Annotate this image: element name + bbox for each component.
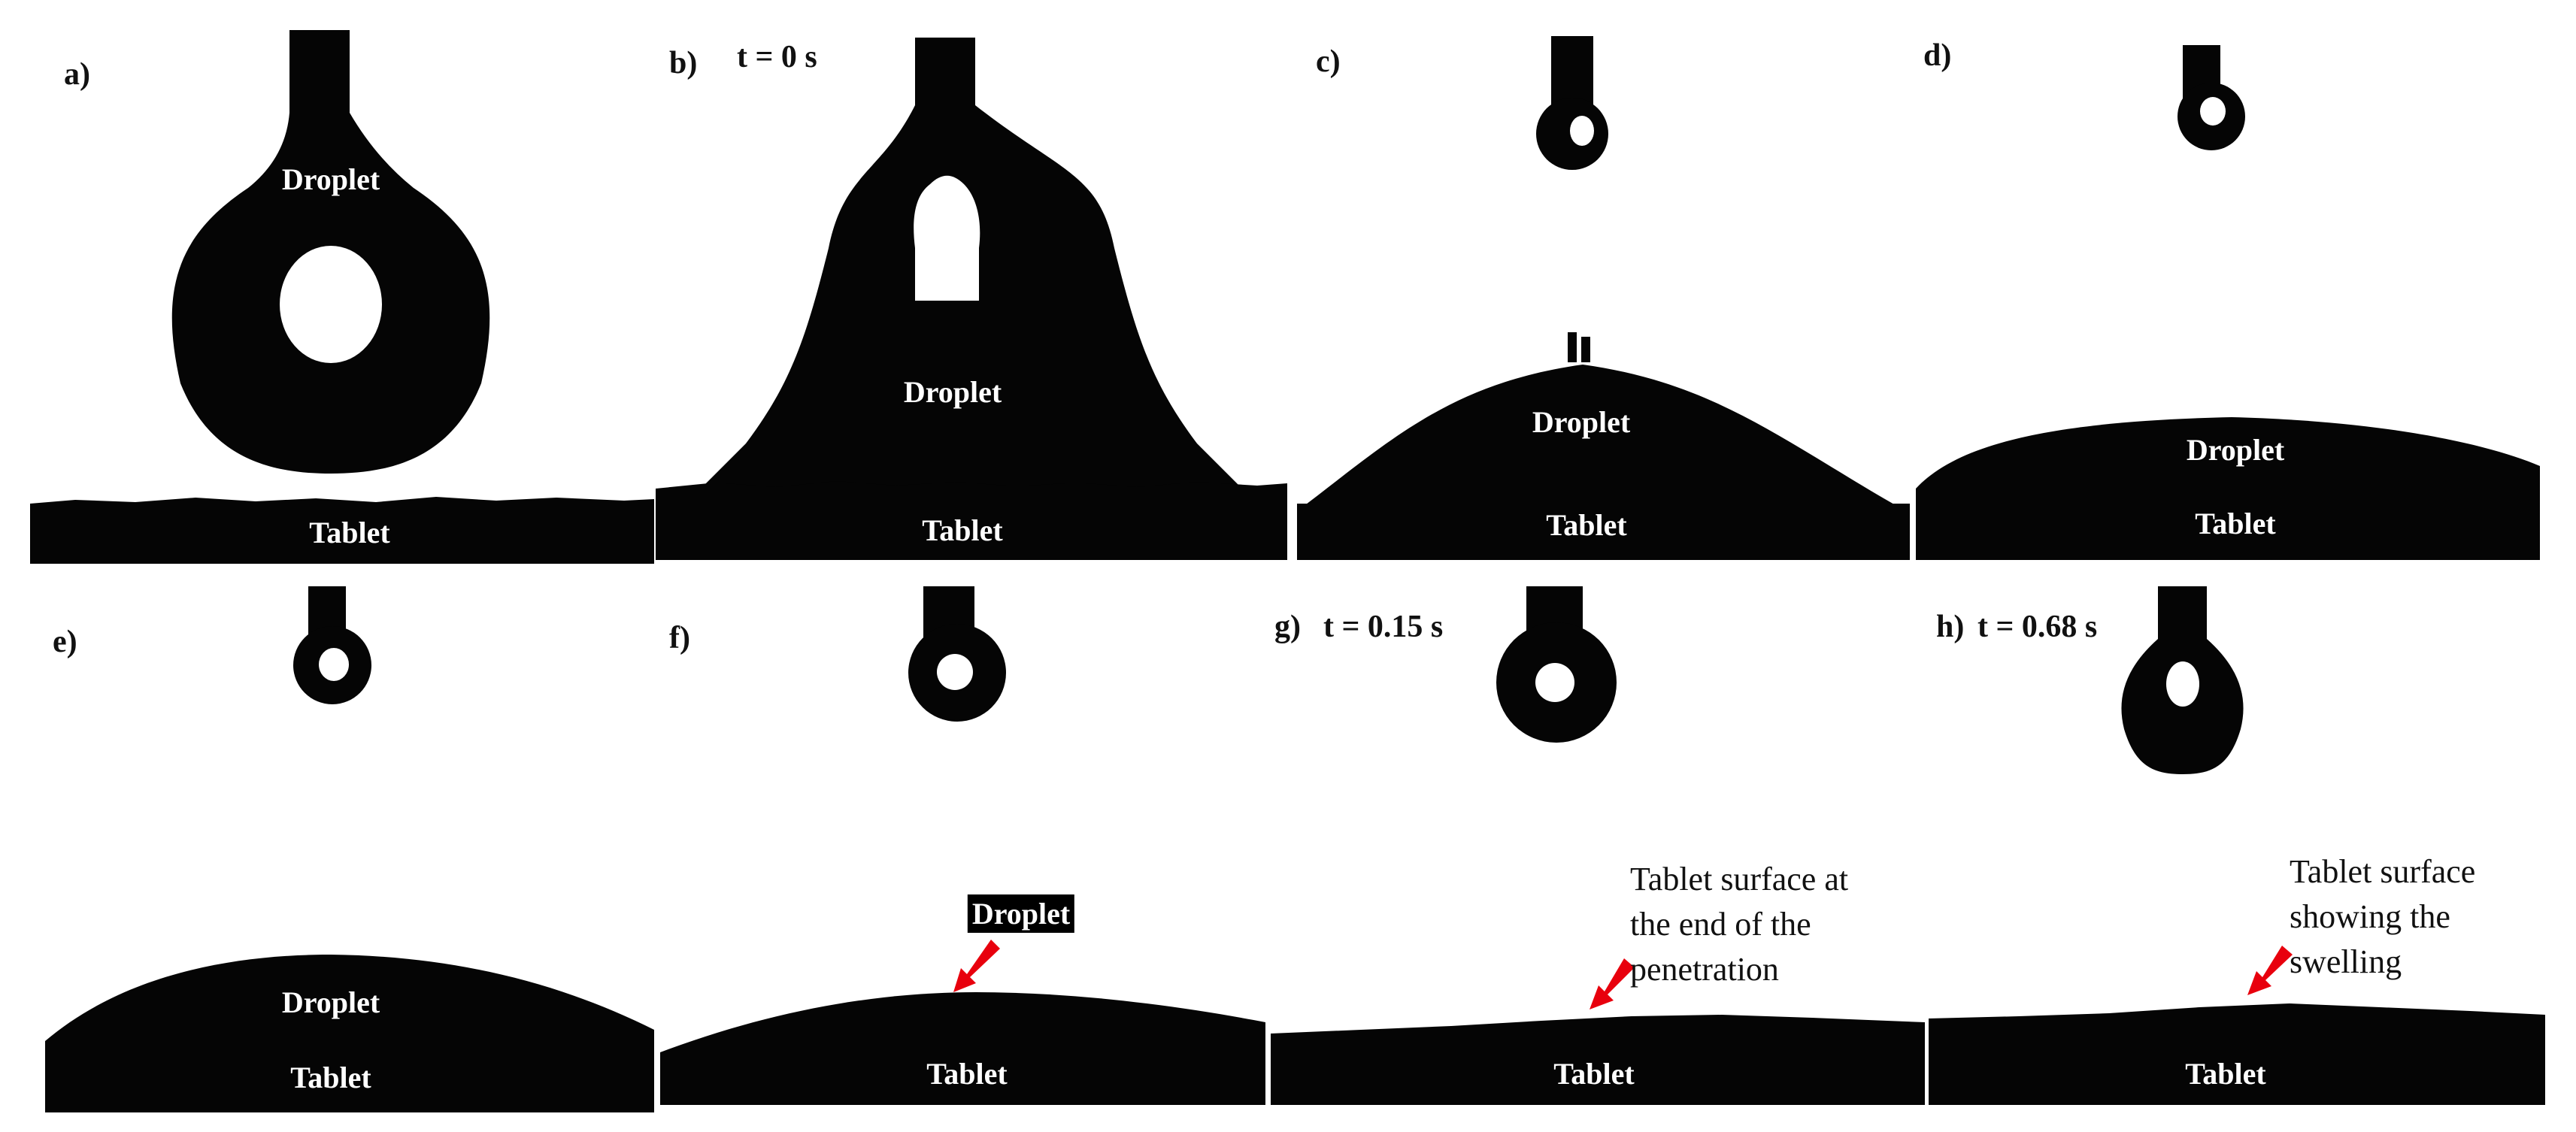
- panel-e: e) Droplet Tablet: [30, 586, 654, 1127]
- panel-c-tablet-label: Tablet: [1546, 508, 1627, 542]
- panel-b-letter: b): [669, 46, 698, 80]
- panel-e-letter: e): [53, 625, 77, 659]
- panel-b-tablet-label: Tablet: [922, 513, 1003, 547]
- panel-h-letter: h): [1936, 610, 1965, 644]
- panel-g-arrow: [1590, 958, 1635, 1009]
- panel-a-letter: a): [64, 57, 90, 92]
- panel-b: b) t = 0 s Droplet Tablet: [656, 23, 1287, 571]
- panel-d-letter: d): [1923, 38, 1952, 73]
- panel-f-droplet-label: Droplet: [967, 894, 1075, 933]
- panel-a: a) Droplet Tablet: [30, 23, 654, 571]
- panel-g-image: [1271, 586, 1925, 1105]
- panel-h-time: t = 0.68 s: [1977, 610, 2098, 644]
- panel-f-image: [660, 586, 1265, 1105]
- panel-d-tablet-label: Tablet: [2195, 507, 2276, 540]
- panel-g: g) t = 0.15 s Tablet surface at the end …: [1271, 586, 1925, 1127]
- panel-g-annotation: Tablet surface at the end of the penetra…: [1630, 861, 1849, 988]
- panel-h-tablet-label: Tablet: [2185, 1057, 2266, 1091]
- panel-g-time: t = 0.15 s: [1323, 610, 1444, 644]
- panel-g-letter: g): [1274, 610, 1301, 644]
- panel-b-image: [656, 38, 1287, 560]
- panel-e-image: [45, 586, 654, 1112]
- panel-a-tablet-label: Tablet: [309, 516, 390, 549]
- panel-c-droplet-label: Droplet: [1532, 405, 1631, 439]
- panel-d-droplet-label: Droplet: [2186, 433, 2285, 467]
- panel-a-image: [30, 30, 654, 564]
- panel-c-letter: c): [1316, 44, 1341, 79]
- panel-g-tablet-label: Tablet: [1553, 1057, 1635, 1091]
- panel-h: h) t = 0.68 s Tablet surface showing the…: [1929, 586, 2545, 1127]
- panel-f: f) Droplet Tablet: [660, 586, 1265, 1127]
- panel-h-arrow: [2247, 946, 2293, 995]
- panel-f-letter: f): [669, 621, 690, 655]
- panel-h-annotation: Tablet surface showing the swelling: [2290, 853, 2476, 980]
- panel-d-image: [1916, 45, 2540, 560]
- panel-h-image: [1929, 586, 2545, 1105]
- panel-f-arrow: [953, 940, 1000, 992]
- panel-e-tablet-label: Tablet: [290, 1061, 371, 1094]
- panel-a-droplet-label: Droplet: [281, 162, 380, 196]
- panel-b-droplet-label: Droplet: [903, 375, 1002, 409]
- panel-b-time: t = 0 s: [737, 40, 817, 74]
- panel-f-tablet-label: Tablet: [926, 1057, 1008, 1091]
- panel-c: c) Droplet Tablet: [1297, 23, 1910, 571]
- panel-e-droplet-label: Droplet: [281, 985, 380, 1019]
- panel-d: d) Droplet Tablet: [1916, 23, 2540, 571]
- panel-c-image: [1297, 36, 1910, 560]
